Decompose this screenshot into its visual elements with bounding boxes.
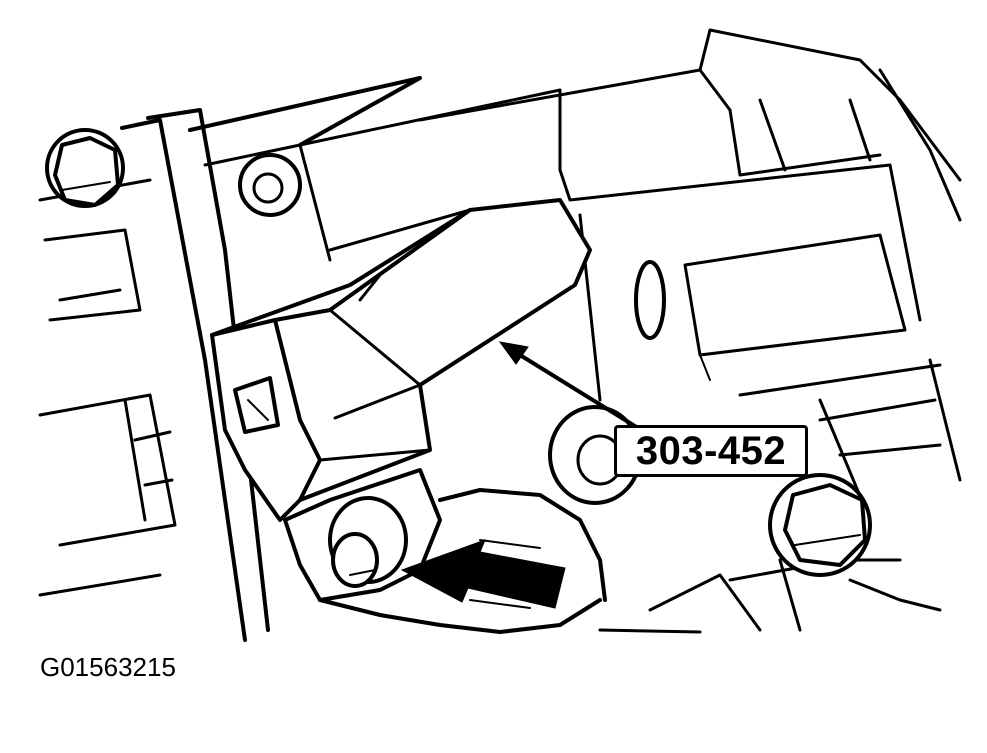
- arrow-to-tool-icon: [498, 341, 640, 430]
- bolt-top-left: [45, 128, 125, 208]
- black-arrow-icon: [400, 539, 566, 609]
- shaft-nut: [283, 468, 442, 602]
- special-tool: [210, 198, 592, 522]
- tool-number-label: 303-452: [635, 428, 787, 473]
- oval-hole-right: [634, 260, 666, 340]
- housing-casting: [38, 28, 962, 642]
- tool-number-callout-box: 303-452: [614, 425, 808, 477]
- figure-id-caption: G01563215: [40, 652, 176, 682]
- bolt-right: [768, 473, 872, 577]
- washer-top: [238, 153, 302, 217]
